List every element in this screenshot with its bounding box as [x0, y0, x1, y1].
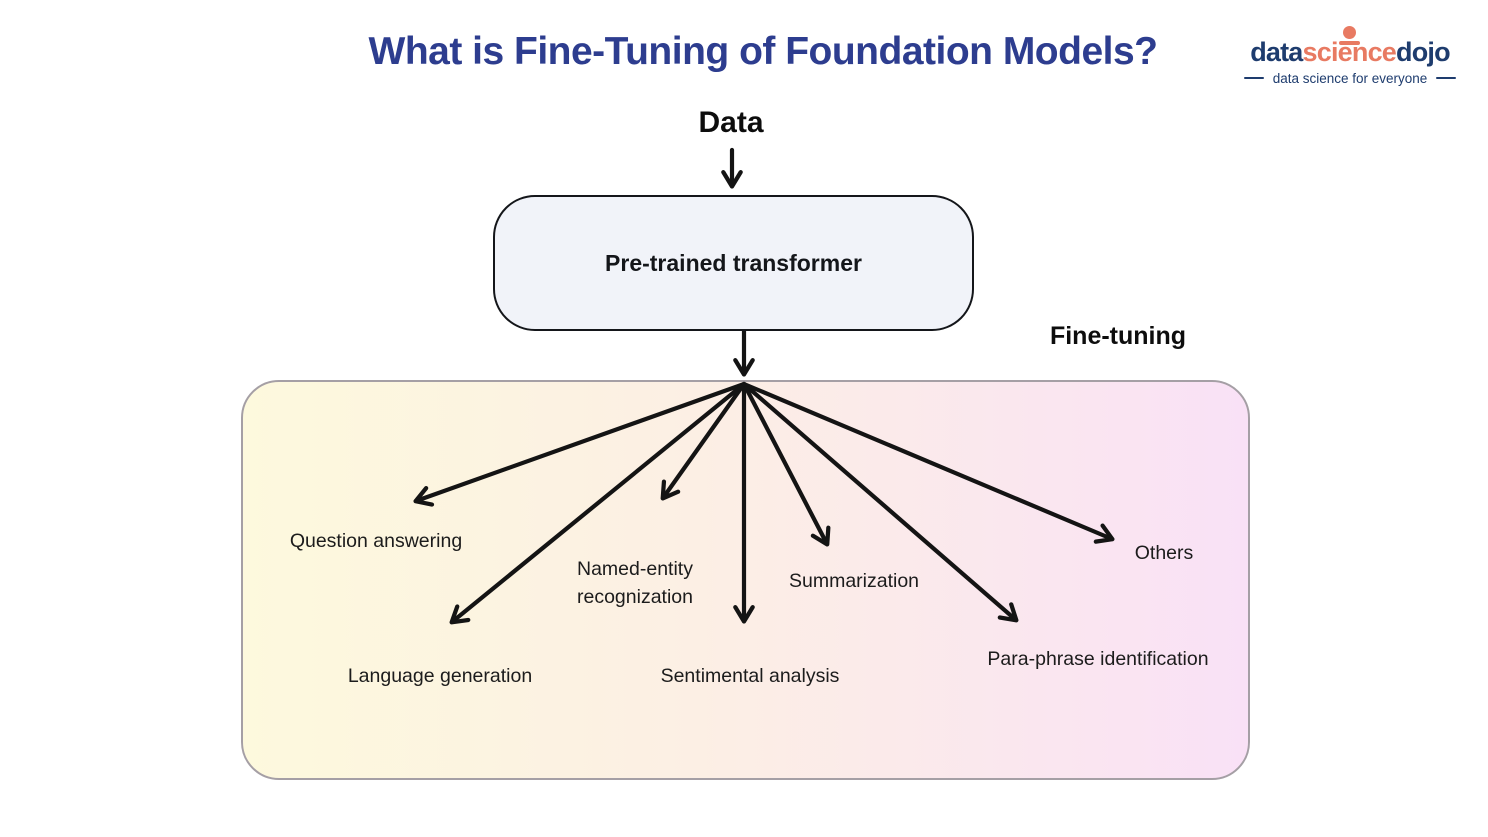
logo-tagline-row: data science for everyone: [1244, 71, 1456, 86]
logo-person-arms-icon: [1339, 41, 1360, 45]
page-title: What is Fine-Tuning of Foundation Models…: [368, 30, 1158, 73]
pretrained-transformer-label: Pre-trained transformer: [605, 249, 862, 276]
tagline-dash-right-icon: [1436, 76, 1456, 80]
logo-wordmark: datasciencedojo: [1244, 26, 1456, 68]
pretrained-transformer-node: Pre-trained transformer: [493, 195, 974, 331]
brand-logo: datasciencedojo data science for everyon…: [1244, 26, 1456, 86]
task-label-named-entity: Named-entity recognization: [577, 558, 693, 608]
arrow-to-para-phrase: [741, 381, 1019, 623]
arrow-to-summarization: [741, 381, 831, 547]
task-label-language-generation: Language generation: [347, 665, 533, 687]
arrow-to-others: [741, 381, 1115, 544]
arrow-to-question-answering: [413, 381, 747, 507]
logo-person-icon: [1343, 26, 1356, 39]
task-label-question-answering: Question answering: [289, 530, 463, 552]
task-label-others: Others: [1134, 542, 1194, 564]
task-label-summarization: Summarization: [788, 570, 920, 592]
task-label-para-phrase: Para-phrase identification: [987, 648, 1209, 670]
arrow-to-named-entity: [660, 381, 747, 501]
fine-tuning-label: Fine-tuning: [1049, 322, 1187, 350]
logo-text-dojo: dojo: [1396, 37, 1451, 67]
task-label-sentimental-analysis: Sentimental analysis: [660, 665, 840, 687]
data-input-label: Data: [698, 106, 764, 139]
logo-text-data: data: [1250, 37, 1303, 67]
logo-tagline: data science for everyone: [1272, 70, 1428, 86]
arrow-to-language-generation: [449, 381, 747, 625]
tagline-dash-left-icon: [1244, 76, 1264, 80]
